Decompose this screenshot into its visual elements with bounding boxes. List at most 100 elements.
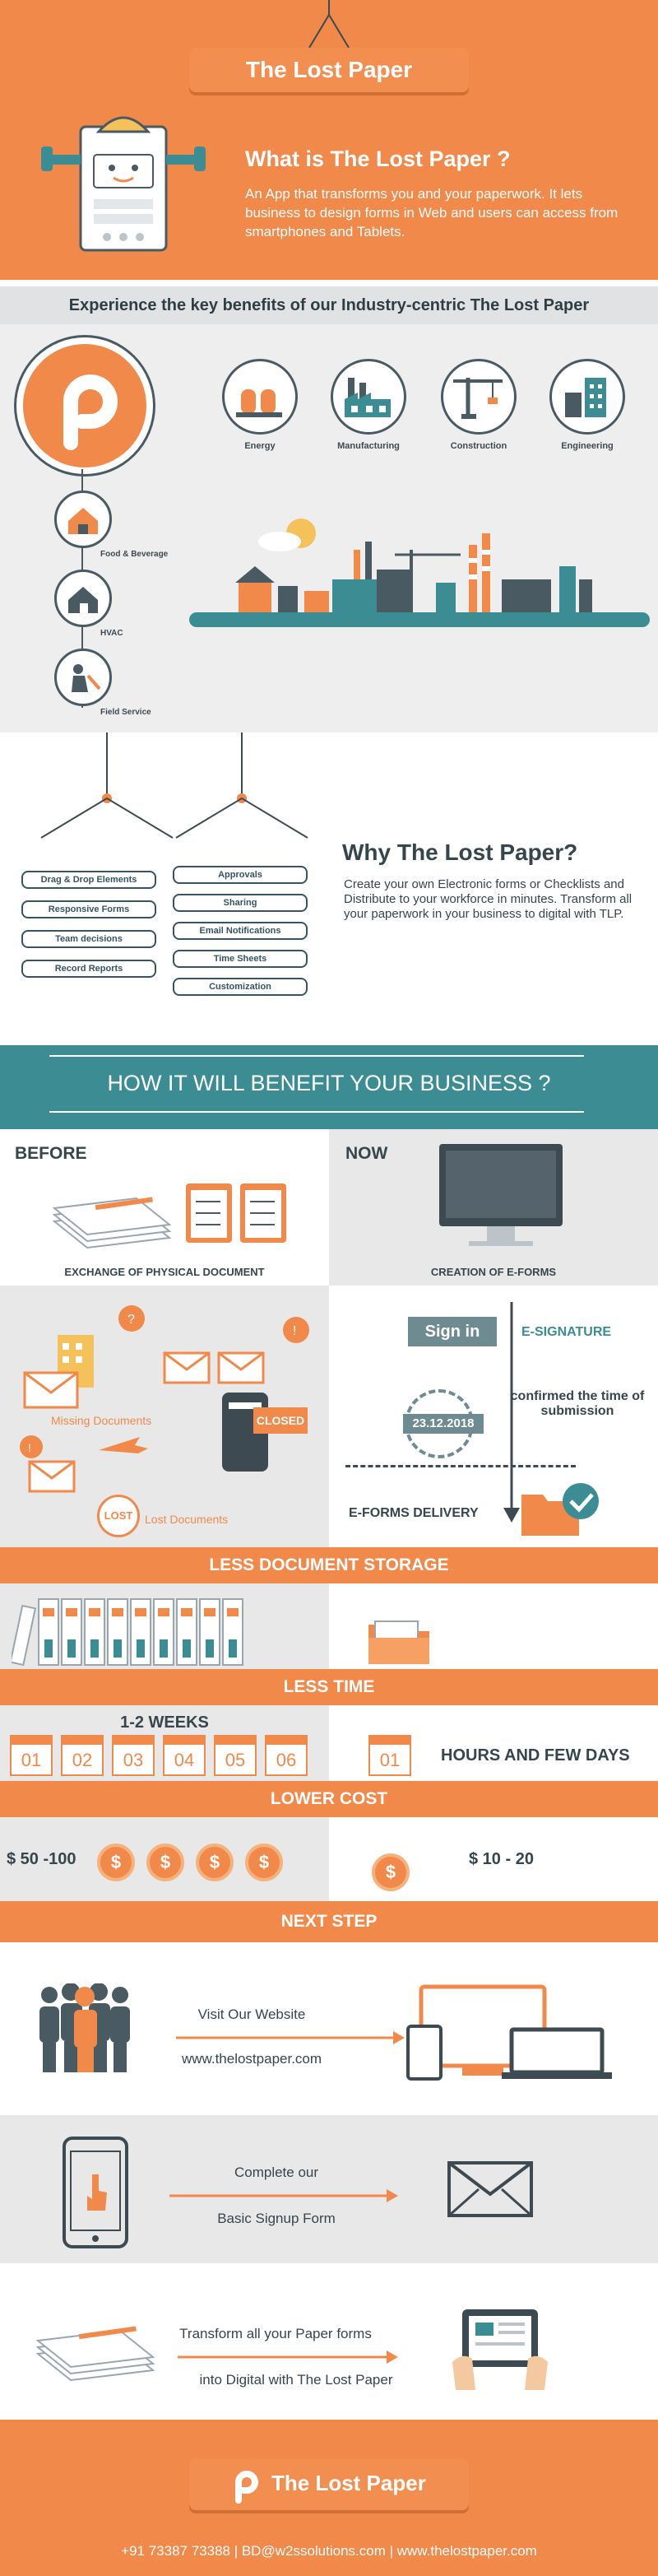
binder-icon — [176, 1598, 197, 1666]
benefit-banner: HOW IT WILL BENEFIT YOUR BUSINESS ? — [0, 1045, 658, 1129]
crane-icon — [453, 378, 503, 419]
team-icon — [39, 1983, 130, 2072]
footer-contact[interactable]: +91 73387 73388 | BD@w2ssolutions.com | … — [121, 2543, 537, 2559]
feature-pill: Sharing — [173, 894, 308, 912]
industry-field-service — [54, 649, 112, 706]
industry-label: Energy — [244, 441, 276, 451]
tablet-hands-icon — [452, 2309, 548, 2390]
divider — [345, 1465, 576, 1467]
cost-before: $ 50 -100 — [7, 1850, 76, 1868]
arrow-right-icon — [178, 2350, 398, 2364]
coin-icon: $ — [97, 1844, 135, 1881]
storage-band: LESS DOCUMENT STORAGE — [0, 1547, 658, 1583]
logo-p-icon — [235, 2471, 258, 2504]
calendar-day: 01 — [368, 1735, 411, 1776]
tilted-binder-icon — [12, 1604, 36, 1667]
binder-icon — [199, 1598, 220, 1666]
side-industry-label: Food & Beverage — [100, 550, 169, 559]
factory-icon — [345, 378, 391, 417]
delivery-label: E-FORMS DELIVERY — [349, 1506, 479, 1520]
coin-icon: $ — [196, 1844, 234, 1881]
problems-section: ? ! ! Missing Documents CLOSED LOST Lost… — [0, 1286, 658, 1547]
hanger-left-icon — [40, 732, 174, 839]
arrow-right-icon — [176, 2031, 405, 2044]
feature-pill: Email Notifications — [173, 922, 308, 940]
calendar-day: 04 — [163, 1735, 206, 1776]
industry-label: Construction — [450, 441, 507, 451]
binder-icon — [153, 1598, 174, 1666]
divider — [49, 1055, 584, 1057]
hours-label: HOURS AND FEW DAYS — [441, 1746, 630, 1765]
cost-section: $ 50 -100 $ $ $ $ $ $ 10 - 20 — [0, 1817, 658, 1901]
divider — [0, 280, 658, 286]
lost-docs-text: Lost Documents — [145, 1513, 229, 1526]
closed-badge: CLOSED — [253, 1407, 308, 1434]
what-title: What is The Lost Paper ? — [245, 146, 511, 171]
feature-pill: Drag & Drop Elements — [21, 871, 156, 889]
timeline-arrow — [503, 1302, 520, 1523]
before-now-section: BEFORE NOW EXCHANGE OF PHYSICAL DOCUMENT… — [0, 1129, 658, 1286]
calendar-day: 02 — [61, 1735, 104, 1776]
footer: The Lost Paper +91 73387 73388 | BD@w2ss… — [0, 2420, 658, 2576]
coin-icon: $ — [372, 1853, 410, 1891]
cost-now: $ 10 - 20 — [469, 1850, 534, 1868]
calendar-day: 03 — [112, 1735, 155, 1776]
stamp-date: 23.12.2018 — [403, 1414, 484, 1434]
industry-manufacturing — [331, 359, 406, 435]
calendar-day: 05 — [214, 1735, 257, 1776]
page-title: The Lost Paper — [189, 48, 469, 92]
tlp-logo — [16, 337, 153, 474]
binder-icon — [38, 1598, 59, 1666]
step1-line2[interactable]: www.thelostpaper.com — [181, 2051, 322, 2067]
industry-label: Manufacturing — [337, 441, 400, 451]
feature-pill: Customization — [173, 978, 308, 996]
feature-pill: Team decisions — [21, 930, 156, 948]
step2-line1: Complete our — [234, 2164, 319, 2180]
next-band: NEXT STEP — [0, 1901, 658, 1942]
before-caption: EXCHANGE OF PHYSICAL DOCUMENT — [64, 1266, 265, 1278]
industry-hvac — [54, 570, 112, 627]
coin-icon: $ — [245, 1844, 283, 1881]
benefit-title: HOW IT WILL BENEFIT YOUR BUSINESS ? — [107, 1071, 551, 1095]
calendar-day: 01 — [10, 1735, 53, 1776]
calendar-day: 06 — [265, 1735, 308, 1776]
storage-section — [0, 1583, 658, 1669]
feature-pill: Approvals — [173, 866, 308, 884]
weeks-label: 1-2 WEEKS — [120, 1713, 209, 1732]
binder-icon — [222, 1598, 243, 1666]
what-description: An App that transforms you and your pape… — [245, 186, 619, 239]
devices-icon — [406, 1984, 612, 2081]
missing-docs-text: Missing Documents — [51, 1414, 152, 1427]
footer-brand: The Lost Paper — [271, 2471, 426, 2495]
buildings-icon — [565, 378, 606, 417]
industry-construction — [441, 359, 517, 435]
time-band: LESS TIME — [0, 1669, 658, 1705]
hanger-right-icon — [175, 732, 308, 839]
industrial-city-illustration — [189, 518, 650, 627]
industry-label: Engineering — [561, 441, 614, 451]
feature-pill: Responsive Forms — [21, 900, 156, 918]
folder-icon — [368, 1620, 429, 1664]
logo-p-icon — [63, 374, 118, 450]
svg-text:!: ! — [28, 1441, 31, 1454]
binder-icon — [130, 1598, 151, 1666]
side-industry-label: Field Service — [100, 708, 151, 717]
step2-line2: Basic Signup Form — [217, 2211, 336, 2226]
feature-pill: Record Reports — [21, 960, 156, 978]
phone-touch-icon — [63, 2137, 128, 2248]
step3-section: Transform all your Paper forms into Digi… — [0, 2263, 658, 2420]
side-industry-label: HVAC — [100, 629, 123, 638]
step1-section: Visit Our Website www.thelostpaper.com — [0, 1942, 658, 2115]
feature-pill: Time Sheets — [173, 950, 308, 968]
hanger-icon — [308, 0, 350, 49]
header-section: The Lost Paper What is The Lost Paper ? … — [0, 0, 658, 280]
folder-check-icon — [521, 1483, 599, 1536]
binder-icon — [84, 1598, 105, 1666]
coin-icon: $ — [146, 1844, 184, 1881]
paper-stack-icon — [35, 2326, 155, 2382]
benefits-section: Experience the key benefits of our Indus… — [0, 280, 658, 732]
energy-icon — [236, 389, 282, 417]
cost-band: LOWER COST — [0, 1781, 658, 1817]
benefits-title: Experience the key benefits of our Indus… — [0, 286, 658, 324]
step3-line2: into Digital with The Lost Paper — [199, 2372, 393, 2388]
